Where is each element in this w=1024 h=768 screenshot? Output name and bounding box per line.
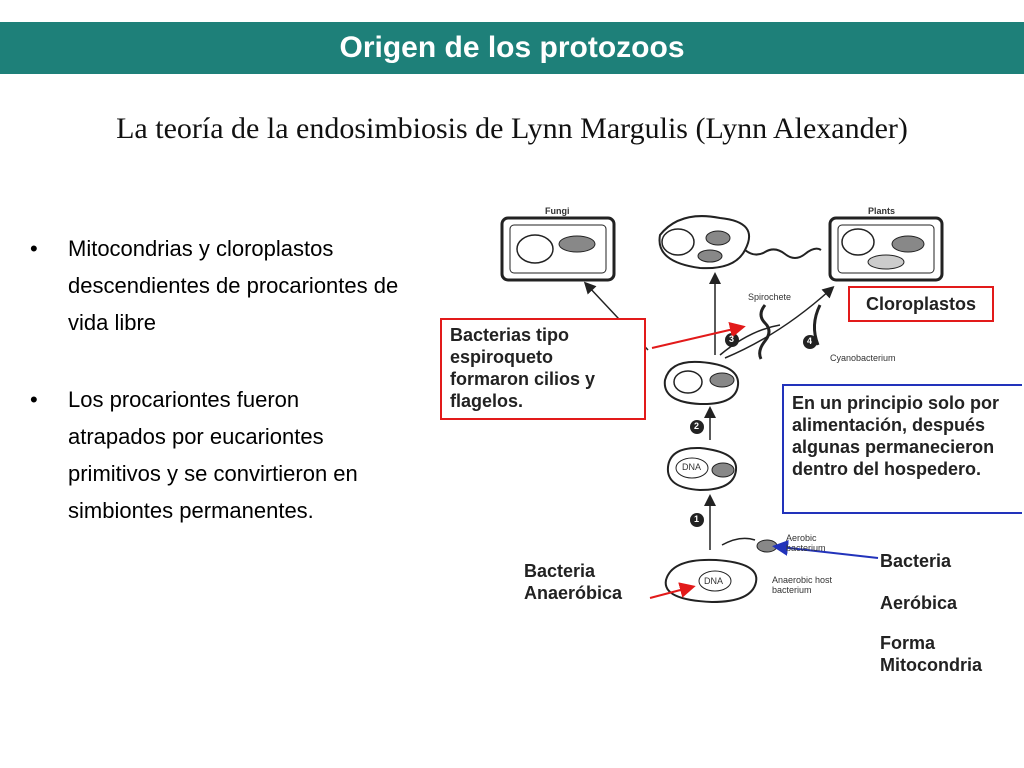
cloroplastos-box: Cloroplastos <box>848 286 994 322</box>
cilia-cell <box>658 215 822 270</box>
cloroplastos-label: Cloroplastos <box>865 294 976 314</box>
step-2-number: 2 <box>694 421 700 431</box>
spirochete-shape <box>758 304 771 360</box>
dna-label: DNA <box>682 462 702 472</box>
step-1-number: 1 <box>694 514 700 524</box>
plant-cell <box>828 216 944 282</box>
espiroqueto-label: Bacterias tipo espiroqueto formaron cili… <box>450 325 596 411</box>
spirochete-label: Spirochete <box>748 292 792 302</box>
fungi-cell <box>500 216 616 282</box>
plants-label: Plants <box>868 206 896 216</box>
bullet-icon: • <box>30 236 38 261</box>
title-banner: Origen de los protozoos <box>0 22 1024 74</box>
dna-cell <box>666 446 738 492</box>
bullet-text: Mitocondrias y cloroplastos descendiente… <box>68 236 399 335</box>
bullet-list: • Mitocondrias y cloroplastos descendient… <box>30 230 400 569</box>
bullet-icon: • <box>30 387 38 412</box>
anaerobic-host-cell <box>664 558 758 604</box>
forma-mitocondria-label: Forma Mitocondria <box>880 633 982 675</box>
step-3-number: 3 <box>729 334 735 344</box>
dna-label: DNA <box>704 576 724 586</box>
espiroqueto-box: Bacterias tipo espiroqueto formaron cili… <box>440 318 646 420</box>
aerobic-label: Aerobic bacterium <box>786 533 826 553</box>
diagram-drawing <box>500 215 944 604</box>
bullet-text: Los procariontes fueron atrapados por eu… <box>68 387 358 523</box>
principio-label: En un principio solo por alimentación, d… <box>792 393 999 479</box>
bacteria-label: Bacteria <box>880 551 952 571</box>
bullet-item: • Los procariontes fueron atrapados por e… <box>30 381 400 529</box>
mitochondria-cell <box>663 360 740 406</box>
cyanobacterium-label: Cyanobacterium <box>830 353 896 363</box>
anaerobic-host-label: Anaerobic host bacterium <box>772 575 833 595</box>
bacteria-anaerobica-label: Bacteria Anaeróbica <box>524 561 623 603</box>
aerobic-bacterium-shape <box>756 539 778 553</box>
principio-box: En un principio solo por alimentación, d… <box>782 384 1022 514</box>
endosymbiosis-diagram: Fungi Plants Spirochete Cyanobacterium A… <box>420 190 1024 710</box>
step-4-number: 4 <box>807 336 813 346</box>
page-title: Origen de los protozoos <box>339 31 685 64</box>
bullet-item: • Mitocondrias y cloroplastos descendient… <box>30 230 400 341</box>
slide-subtitle: La teoría de la endosimbiosis de Lynn Ma… <box>116 112 908 145</box>
fungi-label: Fungi <box>545 206 570 216</box>
aerobica-label: Aeróbica <box>880 593 958 613</box>
